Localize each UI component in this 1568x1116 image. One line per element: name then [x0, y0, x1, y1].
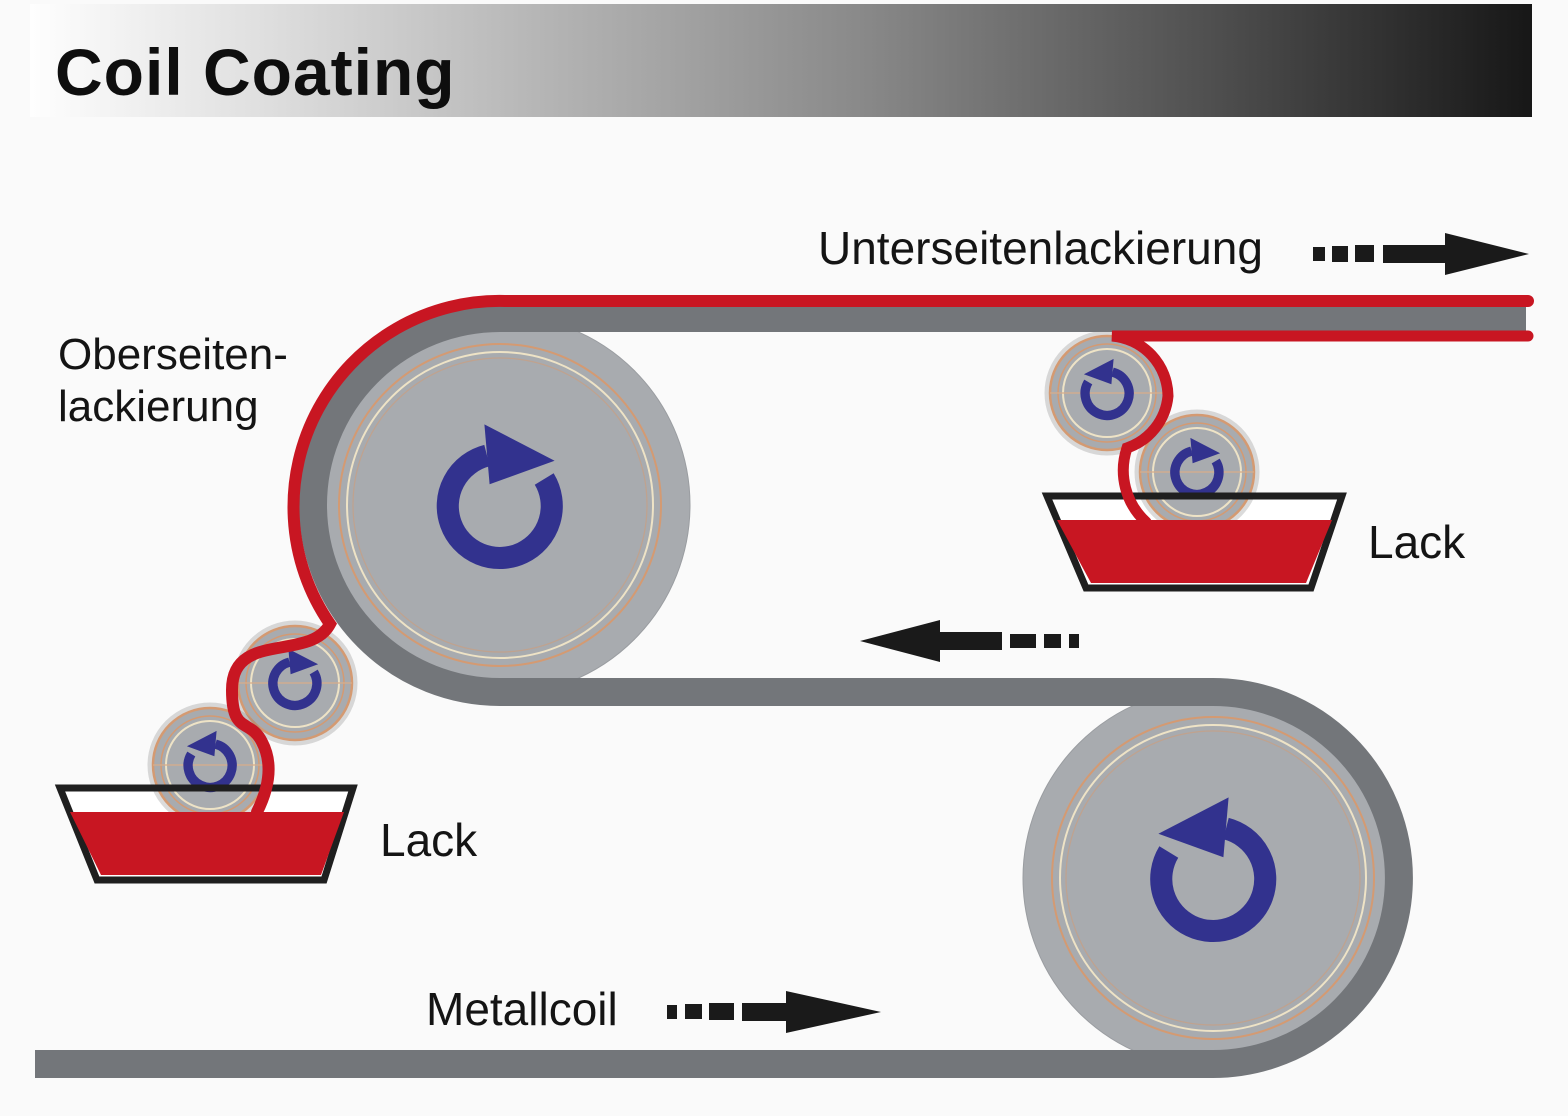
right-lacquer-fill [1057, 520, 1332, 583]
label-oberseitenlackierung-line1: Oberseiten- [58, 330, 288, 379]
arrow-right-top-icon [1313, 233, 1529, 275]
label-metallcoil: Metallcoil [426, 983, 618, 1035]
left-lacquer-fill [70, 812, 344, 875]
arrow-right-bottom-icon [667, 991, 881, 1033]
top-side-coating-line [225, 294, 1534, 818]
left-paint-tray [54, 784, 358, 884]
metal-strip [35, 304, 1526, 1078]
label-unterseitenlackierung: Unterseitenlackierung [818, 222, 1263, 274]
right-paint-tray [1041, 492, 1347, 592]
label-lack-left: Lack [380, 814, 478, 866]
bottom-side-coating-line [1111, 330, 1534, 528]
label-oberseitenlackierung-line2: lackierung [58, 382, 259, 431]
arrow-left-middle-icon [860, 620, 1079, 662]
page-title: Coil Coating [55, 35, 456, 109]
header-band [30, 4, 1532, 117]
label-lack-right: Lack [1368, 516, 1466, 568]
